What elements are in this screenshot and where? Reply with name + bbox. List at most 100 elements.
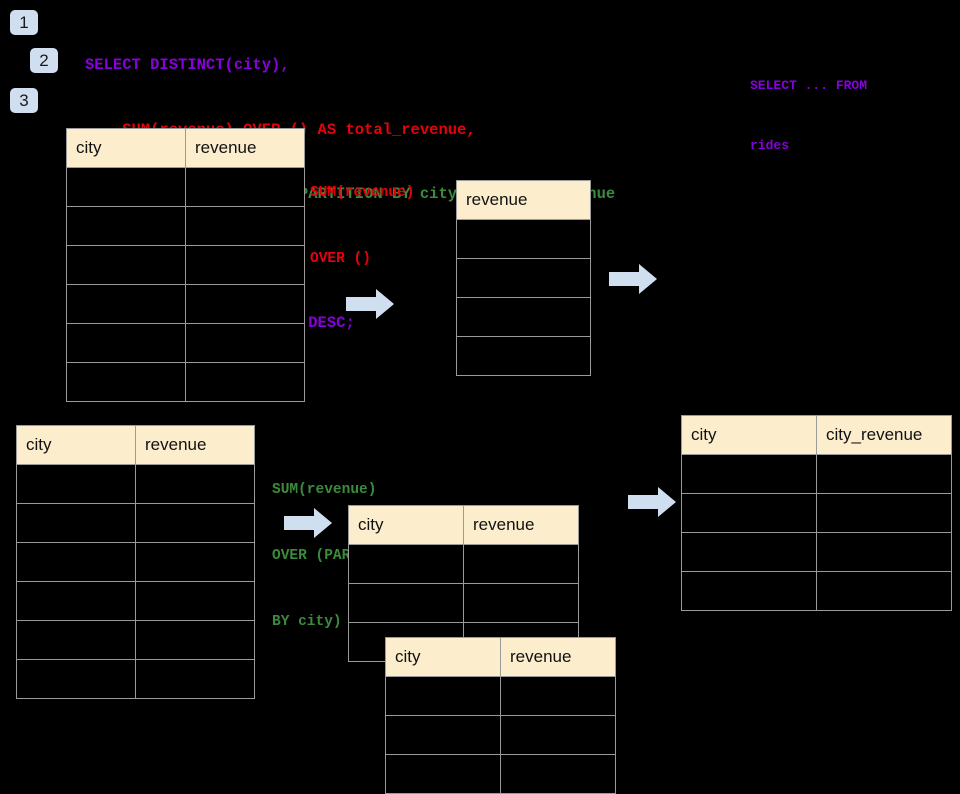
arrow-partition-to-result (628, 487, 676, 517)
table-cell (456, 336, 591, 376)
table-row (681, 571, 952, 611)
table-cell (348, 583, 464, 623)
table-cell (816, 571, 952, 611)
column-header-city: city (385, 637, 501, 677)
table-cell (185, 323, 305, 363)
table-cell (456, 258, 591, 298)
table-row (385, 754, 616, 794)
table-cell (135, 620, 255, 660)
table-header-row: city revenue (66, 128, 305, 168)
column-header-revenue: revenue (500, 637, 616, 677)
annotation-sum-over-empty-line1: SUM(revenue) (310, 185, 415, 201)
table-cell (135, 542, 255, 582)
step-badge-2: 2 (30, 48, 58, 73)
arrow-source2-to-partition (284, 508, 332, 538)
table-row (348, 583, 579, 623)
arrow-source-to-total (346, 289, 394, 319)
table-cell (385, 754, 501, 794)
table-header-row: city revenue (16, 425, 255, 465)
table-cell (385, 715, 501, 755)
table-cell (681, 532, 817, 572)
table-cell (463, 544, 579, 584)
step-badge-1: 1 (10, 10, 38, 35)
table-cell (16, 503, 136, 543)
table-cell (348, 544, 464, 584)
table-cell (463, 583, 579, 623)
table-cell (681, 493, 817, 533)
table-header-row: revenue (456, 180, 591, 220)
table-cell (500, 715, 616, 755)
table-cell (66, 206, 186, 246)
table-cell (816, 532, 952, 572)
column-header-city: city (66, 128, 186, 168)
table-header-row: city revenue (348, 505, 579, 545)
table-cell (456, 219, 591, 259)
rides-source-table-2: city revenue (16, 425, 255, 699)
annotation-select-from-rides-line1: SELECT ... FROM (750, 78, 868, 93)
column-header-city: city (681, 415, 817, 455)
table-row (16, 542, 255, 582)
table-cell (185, 362, 305, 402)
table-row (681, 454, 952, 494)
table-row (681, 532, 952, 572)
column-header-city: city (348, 505, 464, 545)
table-row (16, 464, 255, 504)
table-cell (500, 676, 616, 716)
table-cell (16, 581, 136, 621)
table-row (456, 336, 591, 376)
column-header-revenue: revenue (135, 425, 255, 465)
table-cell (681, 571, 817, 611)
table-row (16, 659, 255, 699)
table-cell (135, 659, 255, 699)
table-row (681, 493, 952, 533)
table-row (456, 258, 591, 298)
table-row (16, 581, 255, 621)
table-cell (135, 581, 255, 621)
table-cell (185, 167, 305, 207)
annotation-sum-over-empty: SUM(revenue) OVER () (310, 138, 414, 314)
sql-line-1: SELECT DISTINCT(city), (85, 56, 290, 74)
total-revenue-table: revenue (456, 180, 591, 376)
column-header-city-revenue: city_revenue (816, 415, 952, 455)
annotation-sum-over-empty-line2: OVER () (310, 251, 371, 267)
column-header-city: city (16, 425, 136, 465)
table-cell (16, 620, 136, 660)
partition-table-b: city revenue (385, 637, 616, 794)
result-table: city city_revenue (681, 415, 952, 611)
table-cell (135, 503, 255, 543)
table-cell (456, 297, 591, 337)
table-header-row: city revenue (385, 637, 616, 677)
table-cell (16, 464, 136, 504)
table-cell (185, 245, 305, 285)
table-cell (66, 362, 186, 402)
table-cell (16, 542, 136, 582)
annotation-sum-over-partition-line1: SUM(revenue) (272, 482, 377, 498)
annotation-select-from-rides-line2: rides (750, 138, 790, 153)
table-row (66, 206, 305, 246)
table-cell (816, 454, 952, 494)
table-row (385, 676, 616, 716)
column-header-revenue: revenue (185, 128, 305, 168)
table-cell (385, 676, 501, 716)
table-cell (185, 206, 305, 246)
arrow-total-to-result (609, 264, 657, 294)
table-cell (185, 284, 305, 324)
table-cell (681, 454, 817, 494)
rides-source-table: city revenue (66, 128, 305, 402)
table-row (66, 167, 305, 207)
table-row (66, 323, 305, 363)
table-header-row: city city_revenue (681, 415, 952, 455)
table-row (16, 503, 255, 543)
table-row (385, 715, 616, 755)
annotation-sum-over-partition-line3: BY city) (272, 614, 342, 630)
table-cell (135, 464, 255, 504)
table-row (66, 245, 305, 285)
table-row (456, 219, 591, 259)
table-cell (66, 167, 186, 207)
table-cell (816, 493, 952, 533)
table-row (66, 284, 305, 324)
annotation-select-from-rides: SELECT ... FROM rides (750, 36, 867, 196)
column-header-revenue: revenue (456, 180, 591, 220)
table-row (456, 297, 591, 337)
table-cell (500, 754, 616, 794)
